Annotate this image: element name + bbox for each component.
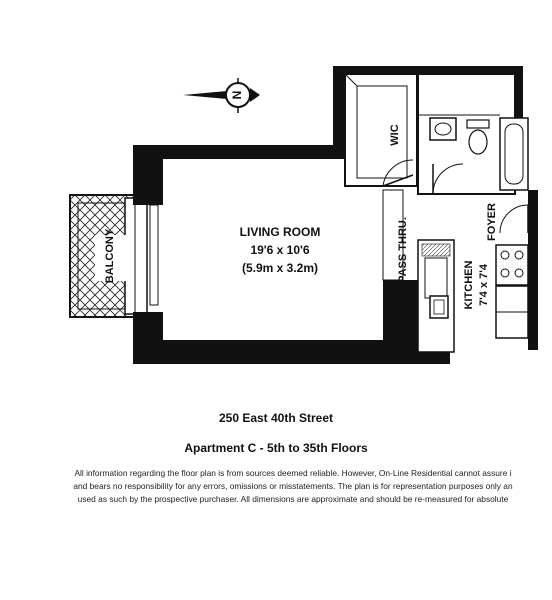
living-room-floor <box>163 159 383 340</box>
exterior-walls <box>133 66 538 364</box>
building-address: 250 East 40th Street <box>218 411 334 425</box>
pass-thru-label: PASS THRU. <box>397 217 409 283</box>
stove-icon <box>495 244 529 286</box>
compass-needle-icon <box>183 90 238 100</box>
sink-icon <box>429 117 457 141</box>
compass-north-label: N <box>230 91 244 100</box>
foyer-label: FOYER <box>486 203 498 241</box>
apartment-title: Apartment C - 5th to 35th Floors <box>184 441 368 455</box>
disclaimer-line-3: used as such by the prospective purchase… <box>77 494 509 504</box>
kitchen-area: PASS THRU. KITCHEN 7'4 x 7'4 FOYER <box>382 189 529 353</box>
living-room-dimensions-ft: 19'6 x 10'6 <box>250 243 309 257</box>
kitchen-sink-icon <box>429 295 449 319</box>
refrigerator-icon <box>495 285 529 339</box>
disclaimer-line-1: All information regarding the floor plan… <box>74 468 512 478</box>
disclaimer: All information regarding the floor plan… <box>38 467 548 506</box>
disclaimer-line-2: and bears no responsibility for any erro… <box>73 481 513 491</box>
bathtub-icon <box>499 117 529 191</box>
living-room-dimensions-m: (5.9m x 3.2m) <box>242 261 318 275</box>
walk-in-closet: WIC <box>344 73 418 187</box>
compass: N <box>183 78 260 113</box>
bathroom <box>417 73 529 195</box>
balcony-label: BALCONY <box>104 228 116 283</box>
living-room-label: LIVING ROOM <box>240 225 321 239</box>
balcony: BALCONY <box>69 194 159 318</box>
toilet-icon <box>466 119 490 155</box>
floor-plan: N BALCONY WIC <box>69 66 538 364</box>
kitchen-dimensions: 7'4 x 7'4 <box>478 263 490 306</box>
compass-arrow-icon <box>250 88 260 102</box>
kitchen-label: KITCHEN <box>463 261 475 310</box>
wic-label: WIC <box>389 124 401 145</box>
